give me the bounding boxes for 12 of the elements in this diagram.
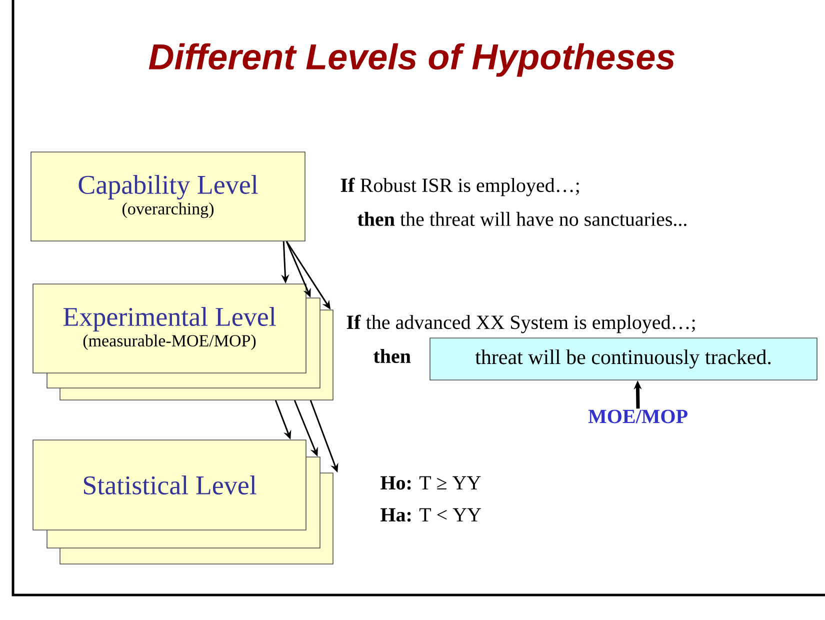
measure-label: MOE/MOP [588, 410, 688, 424]
statement-text: If Robust ISR is employed…; [340, 178, 579, 196]
level-box: Experimental Level (measurable-MOE/MOP) [32, 284, 306, 374]
level-box: Statistical Level [32, 440, 306, 530]
slide-title: Different Levels of Hypotheses [148, 43, 674, 77]
statement-text: Ho: T ≥ YY [380, 476, 481, 490]
highlight-box: threat will be continuously tracked. [430, 338, 818, 380]
level-box: Capability Level (overarching) [30, 152, 306, 242]
statement-text: then the threat will have no sanctuaries... [358, 212, 686, 226]
statement-text: If the advanced XX System is employed…; [346, 314, 695, 334]
statement-text: then [374, 348, 411, 364]
statement-text: Ha: T < YY [380, 508, 481, 522]
